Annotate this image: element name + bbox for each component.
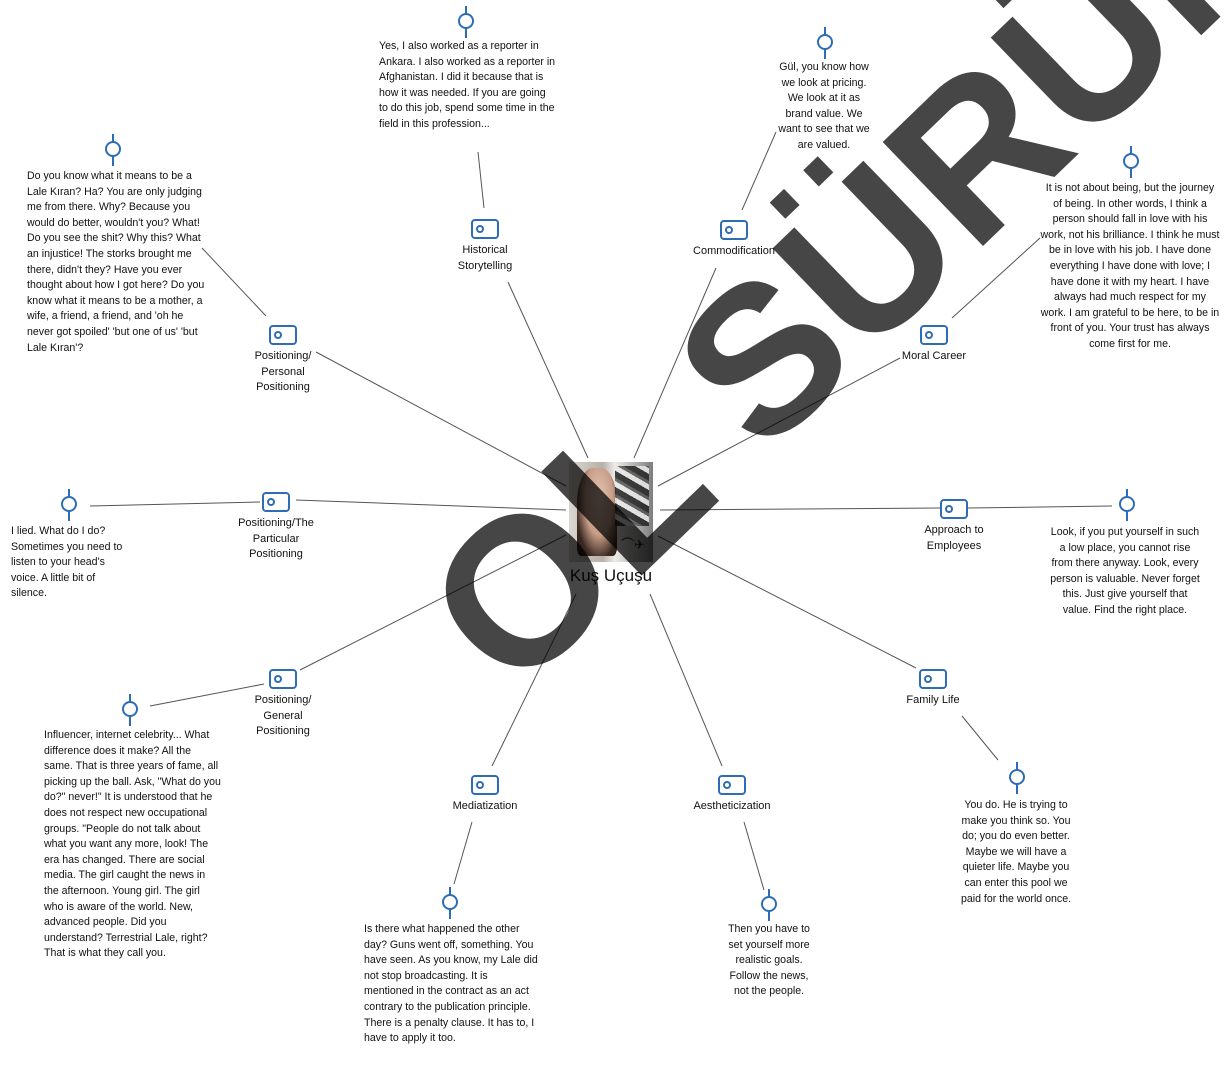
center-image[interactable]: ⌒✈: [569, 462, 653, 562]
quote-pin-icon[interactable]: [59, 489, 79, 521]
quote-pin-icon[interactable]: [1117, 489, 1137, 521]
code-label: Aestheticization: [693, 800, 771, 812]
quote-pin-icon[interactable]: [456, 6, 476, 38]
link-center-positioning-personal: [315, 351, 567, 487]
quote-positioning-general: Influencer, internet celebrity... What d…: [44, 729, 221, 960]
code-approach-to-employees[interactable]: Approach to Employees: [906, 499, 1002, 554]
code-tag-icon: [471, 219, 499, 239]
code-label: Positioning/ General Positioning: [254, 694, 312, 738]
quote-moral-career: It is not about being, but the journey o…: [1040, 182, 1220, 350]
bird-icon: ⌒✈: [621, 537, 645, 552]
quote-historical-storytelling: Yes, I also worked as a reporter in Anka…: [379, 40, 556, 130]
link-center-aestheticization: [649, 593, 723, 767]
code-tag-icon: [262, 492, 290, 512]
poster-art: [615, 466, 649, 526]
code-tag-icon: [269, 325, 297, 345]
code-label: Mediatization: [452, 800, 518, 812]
link-center-positioning-particular: [295, 499, 567, 511]
code-aestheticization[interactable]: Aestheticization: [682, 775, 782, 815]
link-center-mediatization: [491, 593, 577, 767]
code-label: Commodification: [693, 245, 775, 257]
quote-mediatization: Is there what happened the other day? Gu…: [364, 923, 538, 1045]
link-center-approach: [659, 507, 941, 511]
quote-pin-icon[interactable]: [759, 889, 779, 921]
quote-commodification: Gül, you know how we look at pricing. We…: [778, 61, 870, 151]
code-tag-icon: [940, 499, 968, 519]
link-approach-quote: [967, 505, 1113, 509]
code-moral-career[interactable]: Moral Career: [886, 325, 982, 365]
code-positioning-personal[interactable]: Positioning/ Personal Positioning: [238, 325, 328, 396]
code-tag-icon: [920, 325, 948, 345]
link-center-moral-career: [657, 357, 901, 487]
quote-positioning-particular: I lied. What do I do? Sometimes you need…: [11, 525, 123, 600]
quote-pin-icon[interactable]: [1121, 146, 1141, 178]
link-historical-quote: [477, 151, 485, 209]
code-family-life[interactable]: Family Life: [888, 669, 978, 709]
code-tag-icon: [269, 669, 297, 689]
quote-pin-icon[interactable]: [815, 27, 835, 59]
link-moral-quote: [951, 237, 1041, 319]
code-tag-icon: [471, 775, 499, 795]
quote-positioning-personal: Do you know what it means to be a Lale K…: [27, 170, 205, 354]
code-label: Historical Storytelling: [457, 244, 513, 272]
code-positioning-general[interactable]: Positioning/ General Positioning: [238, 669, 328, 740]
code-mediatization[interactable]: Mediatization: [435, 775, 535, 815]
quote-pin-icon[interactable]: [440, 887, 460, 919]
link-family-quote: [961, 715, 999, 761]
portrait-face: [577, 468, 617, 556]
link-center-commodification: [633, 267, 717, 459]
code-label: Family Life: [906, 694, 960, 706]
code-tag-icon: [718, 775, 746, 795]
link-particular-quote: [89, 501, 261, 507]
code-label: Positioning/The Particular Positioning: [238, 517, 314, 561]
code-tag-icon: [720, 220, 748, 240]
code-label: Moral Career: [901, 350, 967, 362]
code-positioning-particular[interactable]: Positioning/The Particular Positioning: [228, 492, 324, 563]
code-commodification[interactable]: Commodification: [674, 220, 794, 260]
code-label: Approach to Employees: [924, 524, 984, 552]
link-aestheticization-quote: [743, 821, 765, 891]
link-mediatization-quote: [453, 821, 473, 885]
quote-aestheticization: Then you have to set yourself more reali…: [728, 923, 810, 998]
code-historical-storytelling[interactable]: Historical Storytelling: [440, 219, 530, 274]
quote-pin-icon[interactable]: [1007, 762, 1027, 794]
link-center-historical: [507, 281, 589, 459]
quote-approach-to-employees: Look, if you put yourself in such a low …: [1050, 526, 1200, 616]
quote-family-life: You do. He is trying to make you think s…: [960, 799, 1072, 905]
link-personal-quote: [201, 247, 267, 317]
link-commodification-quote: [741, 131, 777, 211]
center-label: Kuş Uçuşu: [569, 566, 653, 585]
link-center-positioning-general: [299, 534, 567, 671]
code-tag-icon: [919, 669, 947, 689]
link-general-quote: [149, 683, 265, 707]
quote-pin-icon[interactable]: [120, 694, 140, 726]
quote-pin-icon[interactable]: [103, 134, 123, 166]
code-label: Positioning/ Personal Positioning: [254, 350, 312, 394]
link-center-family-life: [657, 535, 917, 669]
